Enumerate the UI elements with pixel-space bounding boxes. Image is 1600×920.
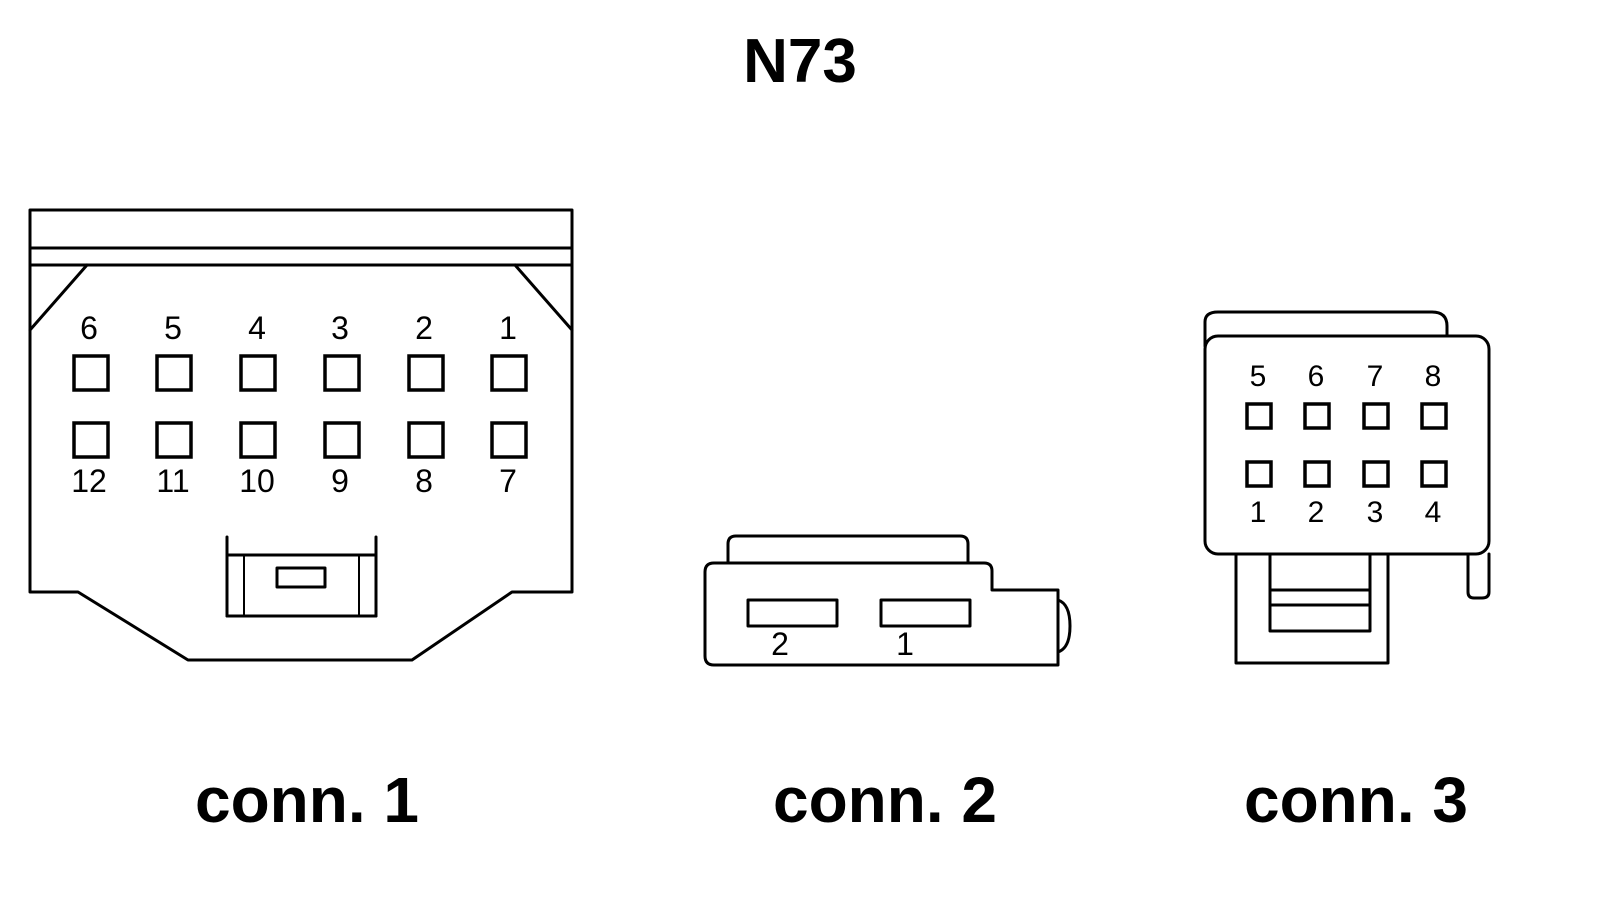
pin-cavity — [72, 421, 110, 459]
connector-3-back-plate — [1203, 310, 1449, 348]
pin-label: 7 — [499, 463, 517, 499]
pin-label: 12 — [71, 463, 107, 499]
pin-label: 1 — [499, 310, 517, 346]
pin-cavity — [1303, 460, 1331, 488]
connector-1-latch — [225, 535, 378, 618]
pin-cavity — [323, 354, 361, 392]
pin-cavity — [155, 421, 193, 459]
pin-cavity — [239, 354, 277, 392]
pin-label: 4 — [1425, 496, 1442, 529]
pin-cavity — [1362, 402, 1390, 430]
pin-label: 1 — [896, 626, 914, 662]
pin-label: 2 — [1308, 496, 1325, 529]
pin-label: 10 — [239, 463, 275, 499]
pin-label: 5 — [1250, 360, 1267, 393]
pin-label: 3 — [1367, 496, 1384, 529]
connector-3-latch — [1234, 552, 1491, 665]
pin-cavity — [407, 354, 445, 392]
connector-2-caption: conn. 2 — [773, 764, 997, 836]
connector-3-caption: conn. 3 — [1244, 764, 1468, 836]
connector-3-pin-labels-top: 5 6 7 8 — [1250, 360, 1442, 393]
pin-label: 6 — [80, 310, 98, 346]
pin-cavity — [1245, 460, 1273, 488]
pin-cavity — [1245, 402, 1273, 430]
connector-2: 2 1 conn. 2 — [703, 534, 1072, 836]
pin-label: 1 — [1250, 496, 1267, 529]
diagram-title: N73 — [743, 27, 857, 96]
connector-1-pins-bottom — [72, 421, 528, 459]
connector-3-pin-labels-bottom: 1 2 3 4 — [1250, 496, 1442, 529]
pin-label: 4 — [248, 310, 266, 346]
pin-cavity — [72, 354, 110, 392]
connector-1-pin-labels-bottom: 12 11 10 9 8 7 — [71, 463, 517, 499]
connector-3-pins-top — [1245, 402, 1448, 430]
pin-cavity — [1420, 402, 1448, 430]
pin-cavity — [239, 421, 277, 459]
pin-label: 7 — [1367, 360, 1384, 393]
pin-cavity — [1362, 460, 1390, 488]
connector-1-housing — [28, 208, 574, 662]
pin-cavity — [407, 421, 445, 459]
pin-cavity — [323, 421, 361, 459]
pin-cavity — [490, 421, 528, 459]
pin-label: 5 — [164, 310, 182, 346]
connector-2-housing — [703, 561, 1060, 667]
pin-cavity — [1420, 460, 1448, 488]
pin-label: 8 — [415, 463, 433, 499]
connector-1-right-chamfer — [513, 263, 574, 332]
pin-label: 2 — [771, 626, 789, 662]
pin-cavity — [746, 598, 839, 628]
connector-2-latch-top — [726, 534, 970, 565]
connector-1-caption: conn. 1 — [195, 764, 419, 836]
connector-1-left-chamfer — [28, 263, 89, 332]
connector-1-pin-labels-top: 6 5 4 3 2 1 — [80, 310, 517, 346]
pin-cavity — [1303, 402, 1331, 430]
pin-cavity — [490, 354, 528, 392]
connector-3-pins-bottom — [1245, 460, 1448, 488]
pin-cavity — [155, 354, 193, 392]
connector-3-housing — [1203, 334, 1491, 556]
connector-2-side-tab — [1056, 598, 1072, 654]
pin-label: 11 — [156, 463, 189, 499]
pin-label: 3 — [331, 310, 349, 346]
connector-1-pins-top — [72, 354, 528, 392]
pin-label: 8 — [1425, 360, 1442, 393]
pin-label: 6 — [1308, 360, 1325, 393]
pin-label: 9 — [331, 463, 349, 499]
pin-cavity — [879, 598, 972, 628]
pin-label: 2 — [415, 310, 433, 346]
connector-3: 5 6 7 8 1 2 3 4 — [1203, 310, 1491, 836]
connector-1: 6 5 4 3 2 1 12 11 10 9 — [28, 208, 574, 836]
